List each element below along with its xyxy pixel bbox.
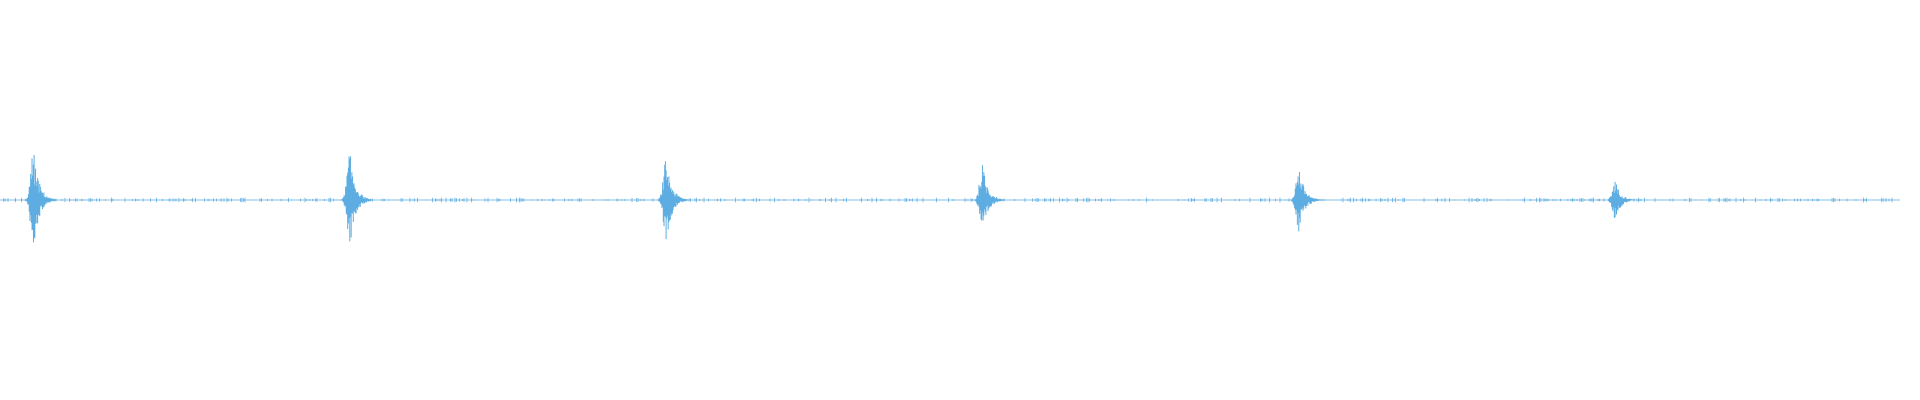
waveform-burst [1604, 181, 1638, 218]
waveform-burst [1288, 172, 1321, 232]
waveform-burst [972, 165, 1005, 221]
waveform-burst [23, 154, 56, 243]
waveform-bursts [3, 154, 1894, 243]
waveform-burst [655, 161, 689, 240]
waveform-burst [339, 156, 372, 242]
